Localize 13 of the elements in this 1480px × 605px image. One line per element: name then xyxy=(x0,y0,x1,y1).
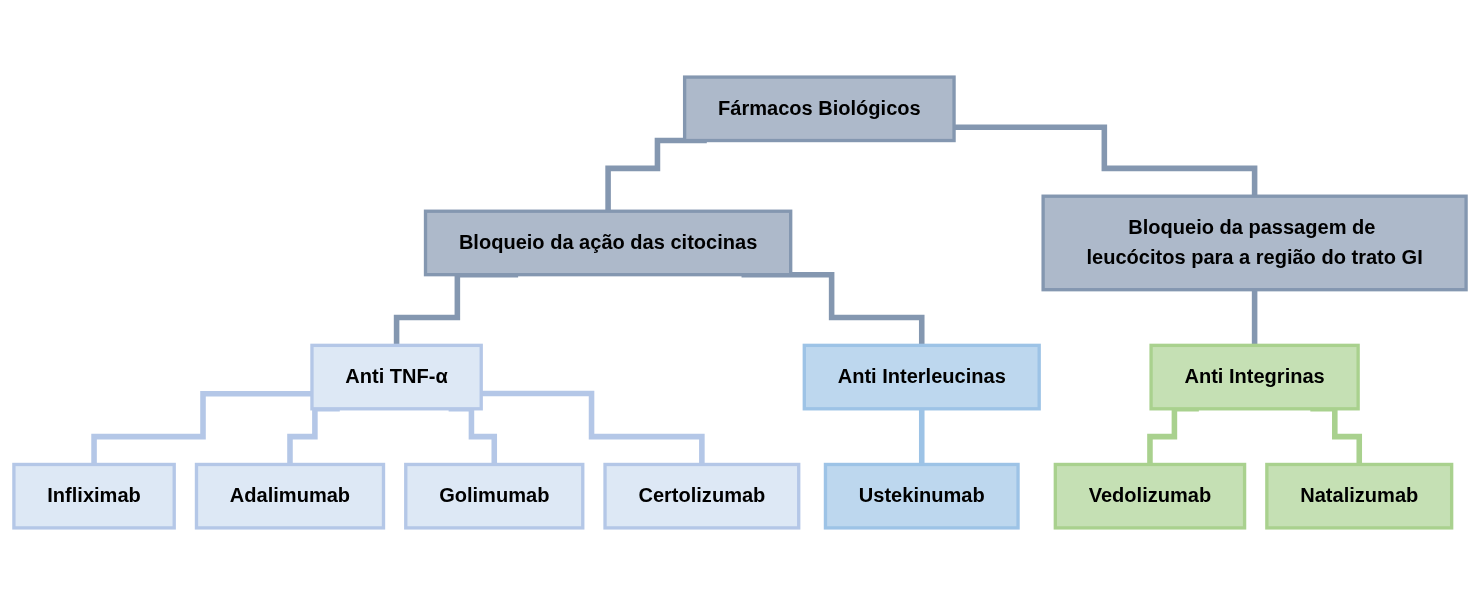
node-box: Anti Interleucinas xyxy=(802,343,1041,411)
node-box: Certolizumab xyxy=(603,462,801,530)
node-box: Ustekinumab xyxy=(823,462,1020,530)
node-box: Infliximab xyxy=(12,462,176,530)
node-box: Adalimumab xyxy=(194,462,386,530)
node-box: Bloqueio da passagem de leucócitos para a região do trato GI xyxy=(1041,194,1468,292)
node-box: Vedolizumab xyxy=(1053,462,1247,530)
node-box: Golimumab xyxy=(404,462,585,530)
node-box: Anti TNF-α xyxy=(310,343,483,411)
node-box: Natalizumab xyxy=(1265,462,1454,530)
node-box: Bloqueio da ação das citocinas xyxy=(423,209,793,277)
node-box: Anti Integrinas xyxy=(1149,343,1360,411)
node-box: Fármacos Biológicos xyxy=(682,75,956,143)
